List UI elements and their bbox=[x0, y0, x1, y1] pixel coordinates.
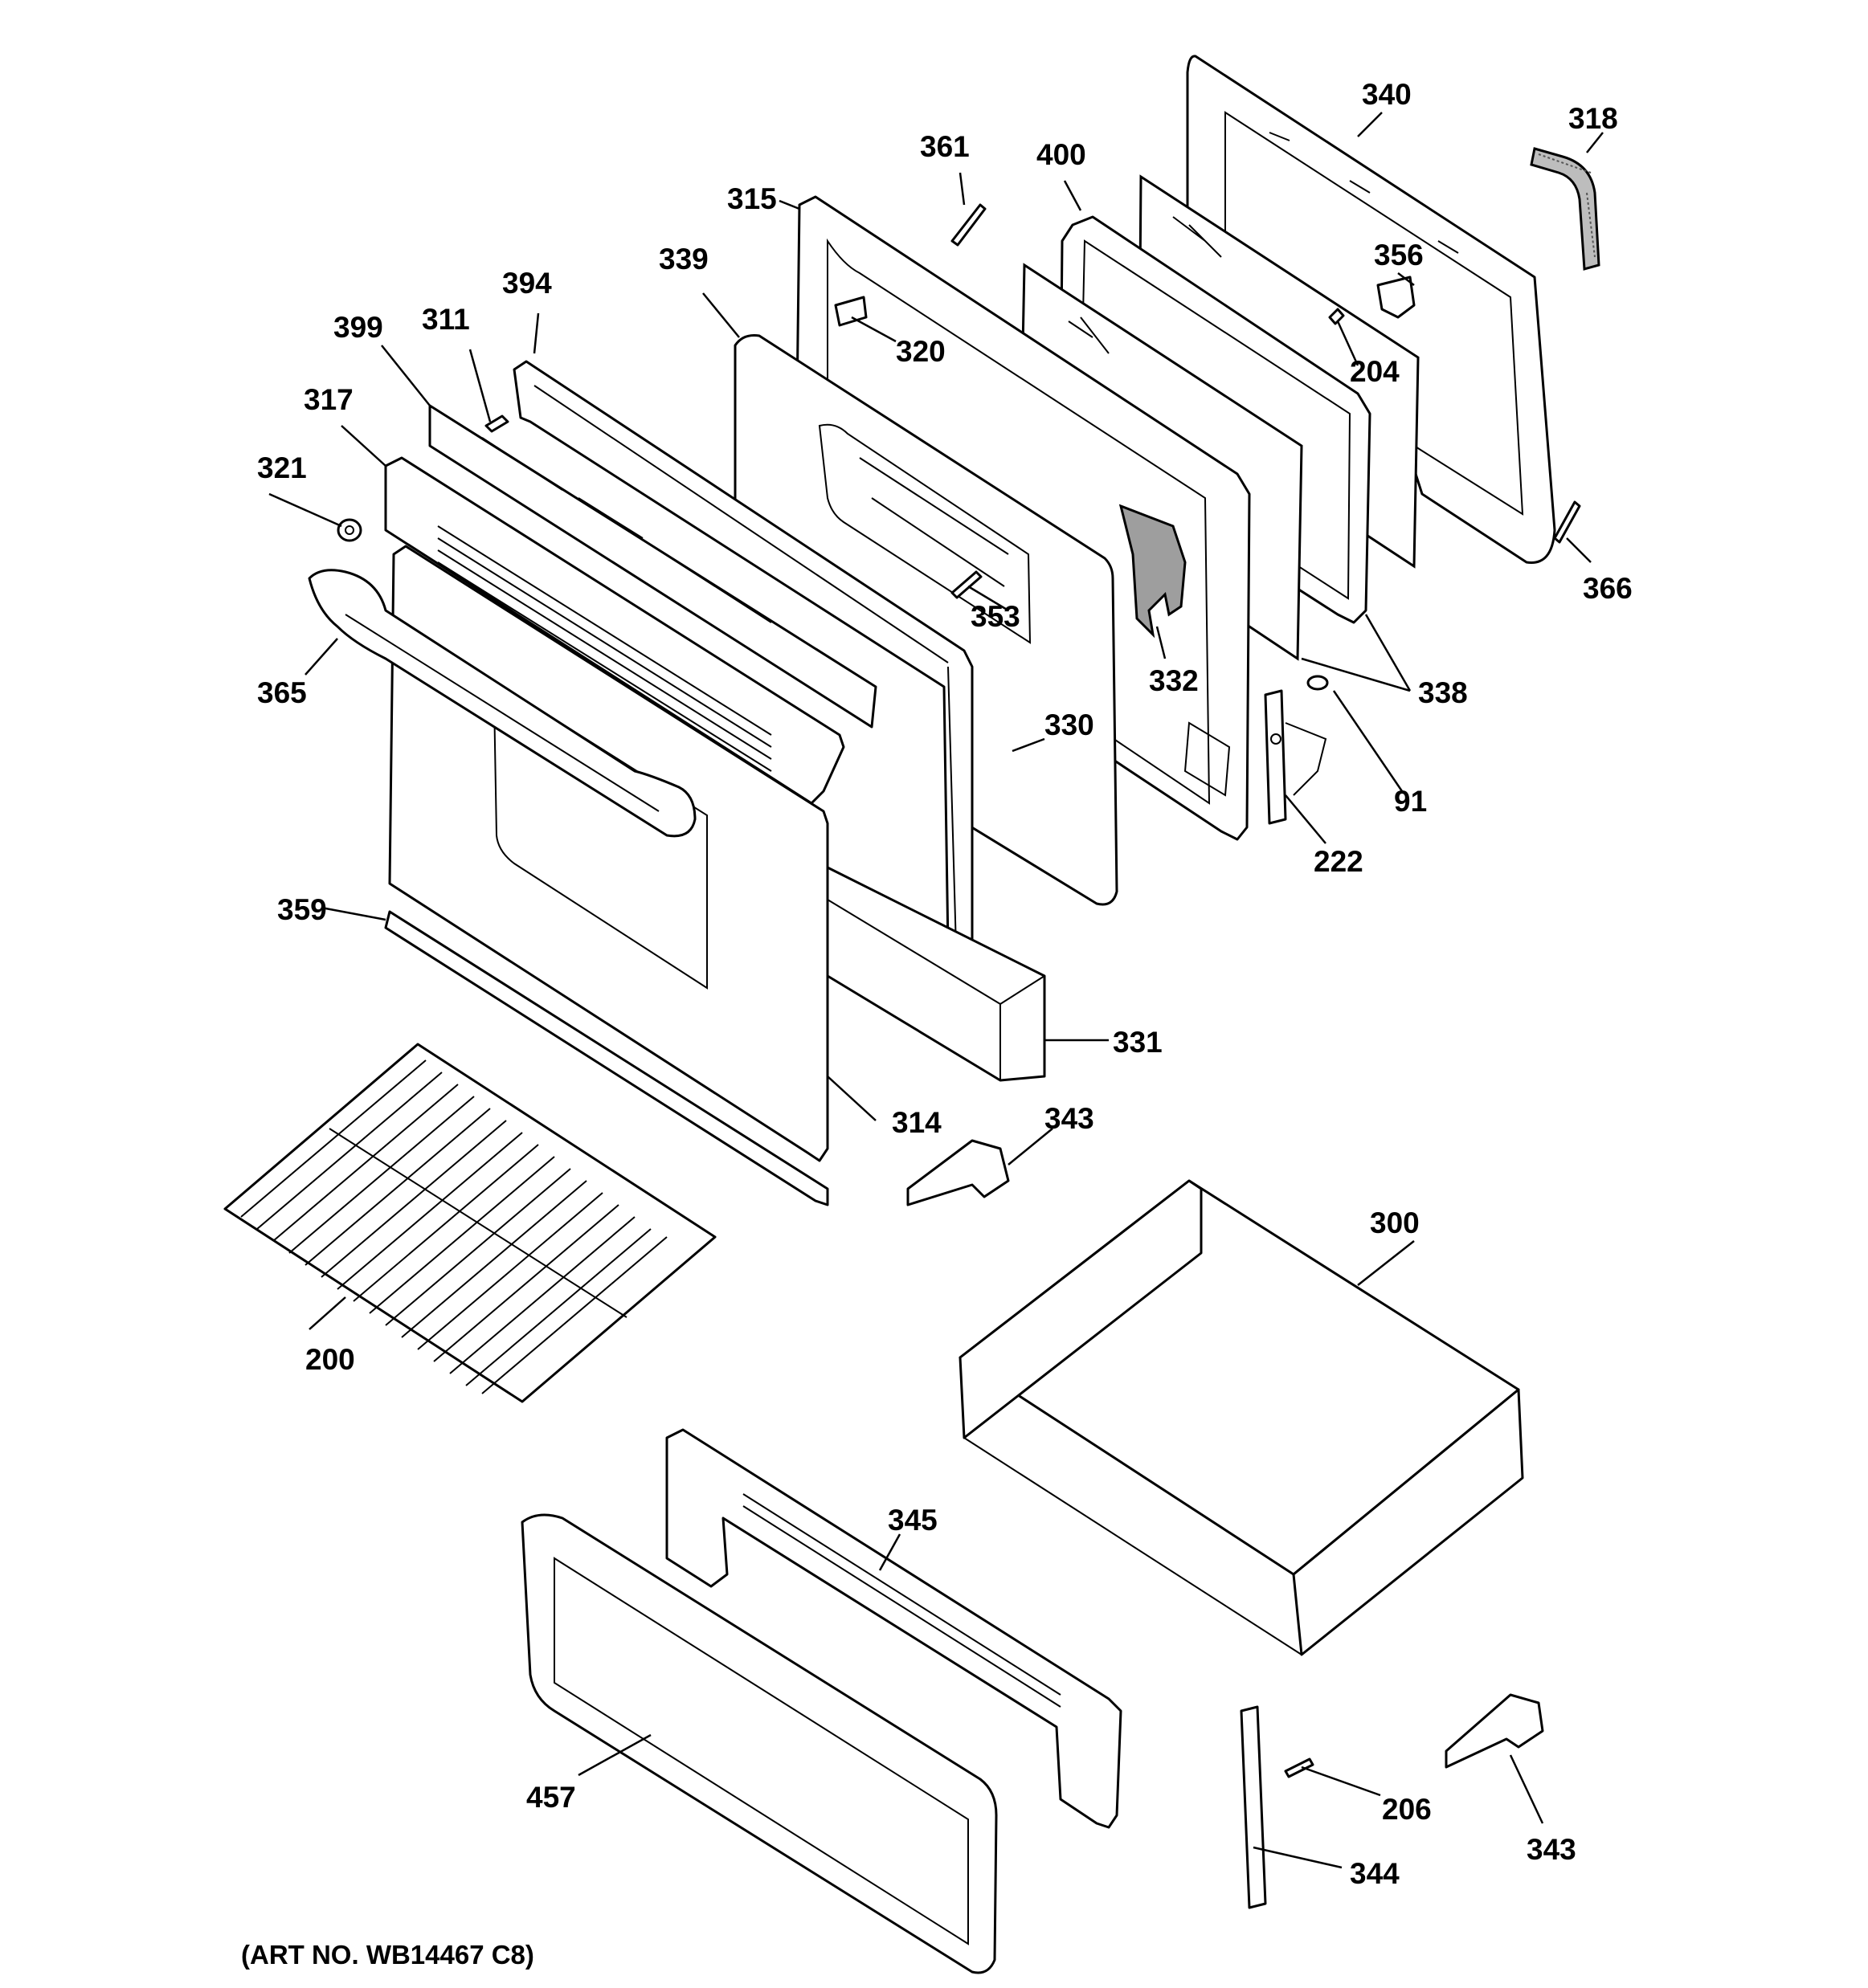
callout-400: 400 bbox=[1036, 138, 1086, 171]
callout-359: 359 bbox=[277, 893, 327, 926]
callout-339: 339 bbox=[659, 243, 709, 276]
callout-338: 338 bbox=[1418, 676, 1468, 709]
drawer-front-part bbox=[521, 1513, 998, 1974]
drawer-box-part bbox=[959, 1179, 1524, 1656]
callout-343-upper: 343 bbox=[1044, 1102, 1094, 1135]
callout-356: 356 bbox=[1374, 239, 1424, 271]
drawer-rail-part bbox=[1240, 1705, 1267, 1909]
door-bottom-block-part bbox=[826, 866, 1046, 1082]
callout-353: 353 bbox=[971, 600, 1020, 633]
screw-366-part bbox=[1553, 500, 1581, 544]
callout-321: 321 bbox=[257, 451, 307, 484]
clip-320-part bbox=[834, 296, 868, 327]
callout-332: 332 bbox=[1149, 664, 1199, 697]
vent-trim-part bbox=[384, 456, 845, 805]
screw-353-part bbox=[950, 570, 983, 599]
callout-361: 361 bbox=[920, 130, 970, 163]
vent-plate-part bbox=[428, 404, 877, 729]
callout-340: 340 bbox=[1362, 78, 1412, 111]
callout-457: 457 bbox=[526, 1781, 576, 1814]
callout-311: 311 bbox=[422, 303, 470, 336]
insulation-block-part bbox=[1118, 504, 1187, 639]
callout-91: 91 bbox=[1394, 785, 1427, 818]
callout-366: 366 bbox=[1583, 572, 1633, 605]
callout-320: 320 bbox=[896, 335, 946, 368]
door-gasket-part bbox=[1530, 147, 1600, 271]
callout-394: 394 bbox=[502, 267, 552, 300]
callout-300: 300 bbox=[1370, 1206, 1420, 1239]
callout-318: 318 bbox=[1568, 102, 1618, 135]
screw-311-part bbox=[484, 414, 509, 433]
callout-344: 344 bbox=[1350, 1857, 1400, 1890]
screw-91-part bbox=[1306, 675, 1329, 691]
screw-361-part bbox=[950, 203, 987, 247]
callout-204: 204 bbox=[1350, 355, 1400, 388]
bottom-trim-part bbox=[384, 910, 829, 1206]
oven-rack-part bbox=[223, 1043, 717, 1403]
callout-399: 399 bbox=[333, 311, 383, 344]
callout-365: 365 bbox=[257, 676, 307, 709]
callout-343-lower: 343 bbox=[1527, 1833, 1576, 1866]
art-number-caption: (ART NO. WB14467 C8) bbox=[241, 1940, 534, 1970]
callout-345: 345 bbox=[888, 1504, 938, 1537]
callout-314: 314 bbox=[892, 1106, 942, 1139]
door-handle-part bbox=[308, 569, 697, 838]
bracket-343-lower-part bbox=[1445, 1693, 1544, 1769]
callout-222: 222 bbox=[1314, 845, 1363, 878]
callout-315: 315 bbox=[727, 182, 777, 215]
callout-206: 206 bbox=[1382, 1793, 1432, 1826]
bracket-343-upper-part bbox=[906, 1139, 1010, 1206]
callout-330: 330 bbox=[1044, 708, 1094, 741]
callout-317: 317 bbox=[304, 383, 354, 416]
door-hinge-part bbox=[1264, 689, 1327, 825]
callout-200: 200 bbox=[305, 1343, 355, 1376]
screw-204-part bbox=[1328, 308, 1345, 325]
nut-321-part bbox=[337, 518, 362, 542]
door-insulation-part bbox=[734, 334, 1118, 906]
callout-331: 331 bbox=[1113, 1026, 1163, 1059]
screw-206-part bbox=[1284, 1757, 1314, 1778]
callout-labels: 340 318 400 361 315 356 339 394 320 204 … bbox=[257, 78, 1633, 1890]
leader-lines bbox=[268, 112, 1604, 1869]
drawer-inner-panel-part bbox=[665, 1428, 1122, 1829]
outer-door-frame-part bbox=[1186, 55, 1556, 564]
